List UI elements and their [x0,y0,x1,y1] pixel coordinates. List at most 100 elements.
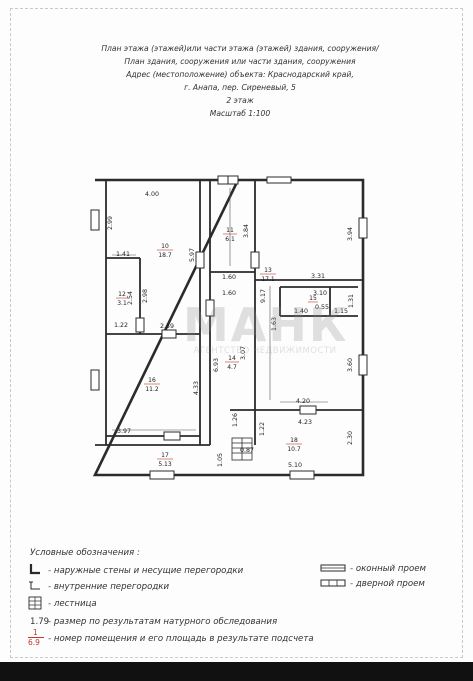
header-line-1: План этажа (этажей)или части этажа (этаж… [101,44,379,53]
dim-label: 9.17 [260,289,267,303]
bottom-bar [0,662,473,681]
dim-label: 3.10 [313,290,327,297]
room-number: 13 [264,267,272,274]
legend-size-text: - размер по результатам натурного обслед… [48,617,278,627]
legend-room-area: 6.9 [28,638,40,647]
dim-label: 1.40 [294,308,308,315]
dim-label: 5.97 [189,248,196,262]
legend-size-value: 1.79 [30,617,50,627]
dim-label: 3.97 [117,428,131,435]
room-labels: 10 18.7 11 6.1 12 3.1 13 17.1 14 [116,227,318,468]
doors [135,251,317,441]
dim-label: 1.31 [348,294,355,308]
dim-label: 3.84 [243,224,250,238]
room-area: 11.2 [145,386,159,393]
sheet-frame [10,8,463,658]
header-line-3: Адрес (местоположение) объекта: Краснода… [126,70,354,79]
legend-room-fraction-bar [28,637,44,638]
plan-header: План этажа (этажей)или части этажа (этаж… [40,42,440,120]
door-room11-corridor [205,299,215,317]
room-number: 12 [118,291,126,298]
legend-outer-walls: - наружные стены и несущие перегородки [48,566,244,576]
window-symbol [320,564,346,572]
room-label-16: 16 11.2 [144,377,160,393]
dim-label: 1.41 [116,251,130,258]
room-number: 15 [309,295,317,302]
room-label-12: 12 3.1 [116,291,128,307]
dim-label: 6.93 [213,358,220,372]
room-area: 4.7 [227,364,237,371]
legend-room-text: - номер помещения и его площадь в резуль… [48,634,314,644]
legend-inner-walls: - внутренние перегородки [48,582,170,592]
dimension-labels: 4.00 2.99 1.41 2.98 2.54 1.22 2.59 4.33 … [107,191,355,469]
legend-room-number: 1 [33,628,38,637]
legend: Условные обозначения : - наружные стены … [0,540,473,655]
door-room12 [135,317,145,333]
dim-label: 1.60 [222,290,236,297]
room-label-13: 13 17.1 [260,267,276,283]
room-area: 5.13 [158,461,172,468]
header-line-5: 2 этаж [226,96,254,105]
dim-label: 0.55 [315,304,329,311]
dim-label: 4.00 [145,191,159,198]
door-room10 [195,251,205,269]
dim-label: 0.87 [240,447,254,454]
dimension-lines [112,188,328,431]
dim-label: 1.15 [334,308,348,315]
legend-stairs: - лестница [48,599,97,609]
room-area: 10.7 [287,446,301,453]
room-area: 17.1 [261,276,275,283]
door-room17 [163,431,181,441]
room-label-18: 18 10.7 [286,437,302,453]
dim-label: 5.10 [288,462,302,469]
dim-label: 1.63 [271,317,278,331]
window-north-2 [266,176,292,184]
dim-label: 1.22 [259,422,266,436]
dim-label: 1.26 [232,413,239,427]
dim-label: 3.07 [240,346,247,360]
stairs [231,437,253,461]
windows [90,175,368,480]
dim-label: 2.54 [127,291,134,305]
room-label-15: 15 [308,295,318,303]
door-room16 [161,329,177,339]
floor-plan: 4.00 2.99 1.41 2.98 2.54 1.22 2.59 4.33 … [90,175,368,480]
window-west-2 [90,369,100,391]
room-label-14: 14 4.7 [225,355,239,371]
room-label-11: 11 6.1 [223,227,237,243]
legend-title: Условные обозначения : [30,548,140,558]
dim-label: 4.33 [193,381,200,395]
dim-label: 3.60 [347,358,354,372]
inner-wall-symbol [29,581,40,590]
header-line-4: г. Анапа, пер. Сиреневый, 5 [184,83,296,92]
dim-label: 3.94 [347,227,354,241]
dim-label: 4.20 [296,398,310,405]
outer-wall-contour [92,178,365,477]
room-number: 14 [228,355,236,362]
dim-label: 2.59 [160,323,174,330]
dim-label: 3.31 [311,273,325,280]
dim-label: 2.30 [347,431,354,445]
dim-label: 1.22 [114,322,128,329]
header-line-6: Масштаб 1:100 [209,109,271,118]
door-room18 [299,405,317,415]
stairs-symbol [28,596,42,610]
dim-label: 2.99 [107,216,114,230]
legend-window: - оконный проем [350,564,426,574]
room-number: 18 [290,437,298,444]
room-label-10: 10 18.7 [157,243,173,259]
inner-walls [95,180,363,446]
outer-walls [92,178,365,477]
room-area: 18.7 [158,252,172,259]
dim-label: 1.60 [222,274,236,281]
room-number: 10 [161,243,169,250]
window-east-1 [358,217,368,239]
outer-wall-symbol [29,564,40,575]
room-number: 17 [161,452,169,459]
window-east-2 [358,354,368,376]
dim-label: 1.05 [217,453,224,467]
dim-label: 4.23 [298,419,312,426]
window-south-1 [149,470,175,480]
door-room13 [250,251,260,269]
door-symbol [320,579,346,587]
